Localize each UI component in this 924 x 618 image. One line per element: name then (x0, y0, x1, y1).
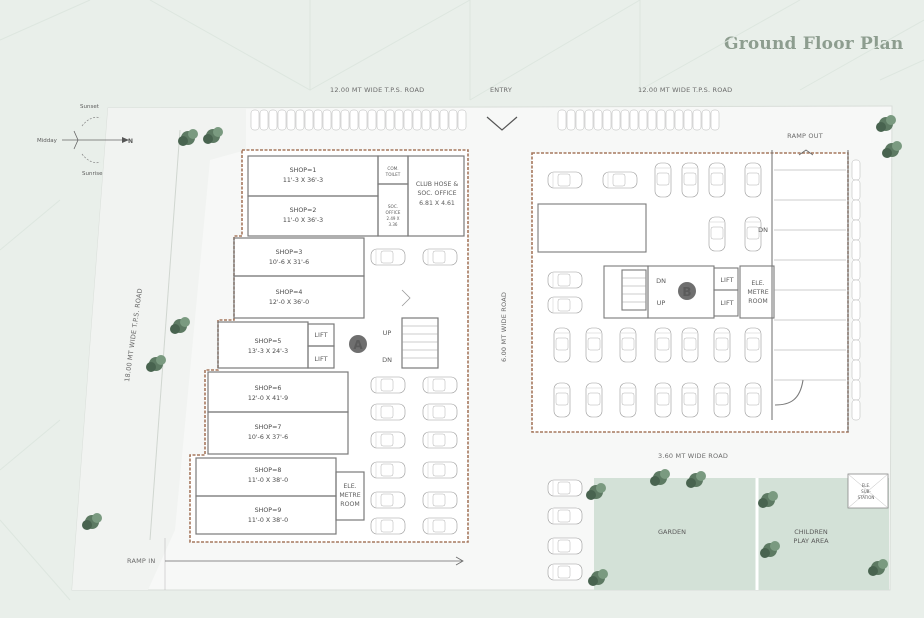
lift-a-1: LIFT (314, 331, 327, 339)
shop-2-size: 11'-0 X 36'-3 (283, 217, 323, 224)
lift-a-2: LIFT (314, 355, 327, 363)
block-a-badge (349, 335, 367, 353)
shop-4-size: 12'-0 X 36'-0 (269, 299, 309, 306)
block-b-labels: DN UP LIFT LIFT ELE. METRE ROOM DN RAMP … (656, 132, 823, 307)
compass-midday: Midday (37, 138, 58, 144)
stairs-up-b: UP (657, 299, 666, 307)
shop-3-name: SHOP=3 (276, 249, 303, 256)
shop-1-name: SHOP=1 (290, 167, 317, 174)
shop-8-name: SHOP=8 (255, 467, 282, 474)
shop-3-size: 10'-6 X 31'-6 (269, 259, 309, 266)
ele-room-a-line2: METRE (339, 492, 360, 499)
shop-9-name: SHOP=9 (255, 507, 282, 514)
entry-label: ENTRY (490, 86, 512, 94)
substation-line2: SUB- (861, 489, 871, 494)
block-a (189, 149, 469, 543)
background-pattern (0, 0, 924, 601)
bottom-road-label: 3.60 MT WIDE ROAD (658, 452, 728, 460)
com-toilet-line1: COM. (387, 166, 398, 171)
club-house-line1: CLUB HOSE & (416, 181, 459, 188)
garden-area (594, 478, 889, 590)
substation-line1: ELE. (862, 483, 871, 488)
middle-road-label: 6.00 MT WIDE ROAD (500, 292, 508, 362)
shop-1-size: 11'-3 X 36'-3 (283, 177, 323, 184)
stairs-dn-a: DN (382, 356, 392, 364)
com-toilet-line2: TOILET (385, 172, 401, 177)
substation-line3: STATION (858, 495, 875, 500)
shop-8-size: 11'-0 X 38'-0 (248, 477, 288, 484)
ele-room-a-line1: ELE. (343, 483, 356, 490)
shop-7-size: 10'-6 X 37'-6 (248, 434, 288, 441)
compass-north: N (128, 138, 133, 145)
page-title: Ground Floor Plan (724, 34, 904, 54)
block-a-badge-letter: A (353, 338, 363, 352)
garden-label: GARDEN (658, 528, 686, 536)
compass-sunrise: Sunrise (82, 171, 103, 177)
play-area-line2: PLAY AREA (793, 537, 829, 545)
soc-office-line3: 2.49 X (387, 216, 400, 221)
block-b-badge (678, 282, 696, 300)
ele-room-a-line3: ROOM (340, 501, 359, 508)
shop-5-size: 13'-3 X 24'-3 (248, 348, 288, 355)
shop-6-name: SHOP=6 (255, 385, 282, 392)
compass-sunset: Sunset (80, 104, 100, 110)
stairs-dn-b: DN (656, 277, 666, 285)
play-area-line1: CHILDREN (794, 528, 828, 536)
ramp-dn-label: DN (758, 226, 768, 234)
shop-2-name: SHOP=2 (290, 207, 317, 214)
stairs-up-a: UP (383, 329, 392, 337)
block-b-badge-letter: B (682, 285, 691, 299)
left-road-strip (72, 108, 246, 590)
top-right-road-label: 12.00 MT WIDE T.P.S. ROAD (638, 86, 732, 94)
ele-room-b-line3: ROOM (748, 298, 767, 305)
soc-office-line4: 3.36 (389, 222, 398, 227)
club-house-line2: SOC. OFFICE (417, 190, 456, 197)
ramp-in (164, 538, 464, 590)
soc-office-line1: SOC. (388, 204, 398, 209)
compass-rose: Sunset Midday N Sunrise (37, 104, 133, 177)
shop-5-name: SHOP=5 (255, 338, 282, 345)
shop-6-size: 12'-0 X 41'-9 (248, 395, 288, 402)
shop-9-size: 11'-0 X 38'-0 (248, 517, 288, 524)
ramp-out-label: RAMP OUT (787, 132, 823, 140)
shop-4-name: SHOP=4 (276, 289, 303, 296)
lift-b-1: LIFT (720, 276, 733, 284)
club-house-size: 6.81 X 4.61 (419, 200, 455, 207)
ele-room-b-line2: METRE (747, 289, 768, 296)
ele-room-b-line1: ELE. (751, 280, 764, 287)
top-left-road-label: 12.00 MT WIDE T.P.S. ROAD (330, 86, 424, 94)
block-a-labels: SHOP=1 11'-3 X 36'-3 SHOP=2 11'-0 X 36'-… (248, 166, 459, 524)
entry-arrow-icon (486, 116, 518, 131)
ramp-in-label: RAMP IN (127, 557, 155, 565)
soc-office-line2: OFFICE (386, 210, 401, 215)
lift-b-2: LIFT (720, 299, 733, 307)
shop-7-name: SHOP=7 (255, 424, 282, 431)
